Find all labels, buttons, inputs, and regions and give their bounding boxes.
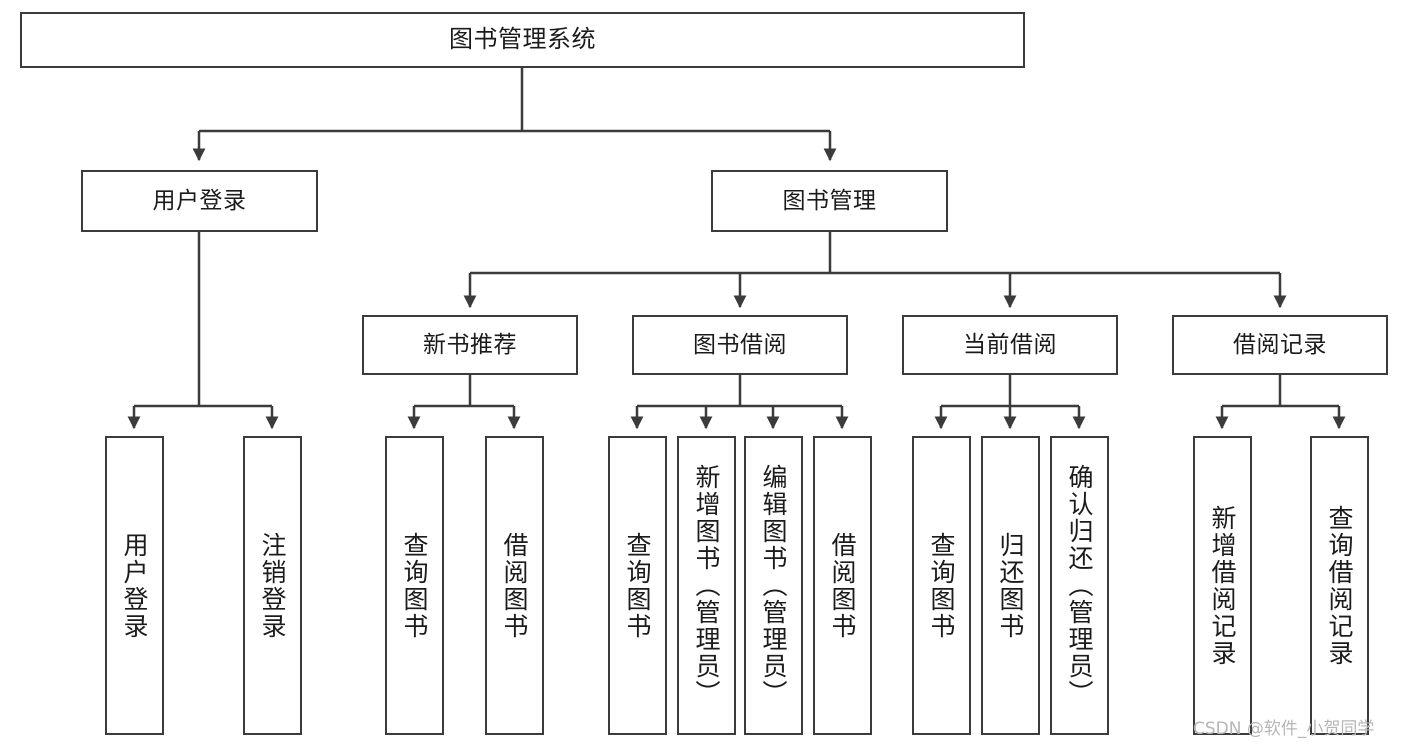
node-book-management[interactable]: 图书管理 bbox=[711, 170, 948, 232]
node-label: 查询图书 bbox=[623, 531, 652, 640]
leaf-current-return[interactable]: 归还图书 bbox=[981, 436, 1040, 735]
node-label: 图书借阅 bbox=[693, 331, 787, 358]
leaf-newbook-query[interactable]: 查询图书 bbox=[385, 436, 444, 735]
node-label: 新增借阅记录 bbox=[1208, 504, 1237, 667]
leaf-current-confirm-return-admin[interactable]: 确认归还（管理员） bbox=[1050, 436, 1109, 735]
node-label: 注销登录 bbox=[258, 531, 287, 640]
node-label: 确认归还（管理员） bbox=[1065, 464, 1094, 707]
node-label: 查询借阅记录 bbox=[1325, 504, 1354, 667]
leaf-records-add[interactable]: 新增借阅记录 bbox=[1193, 436, 1252, 735]
node-label: 图书管理系统 bbox=[449, 25, 596, 54]
node-label: 用户登录 bbox=[152, 187, 247, 214]
node-label: 查询图书 bbox=[400, 531, 429, 640]
node-label: 归还图书 bbox=[996, 531, 1025, 640]
leaf-current-query[interactable]: 查询图书 bbox=[912, 436, 971, 735]
node-label: 新书推荐 bbox=[423, 331, 517, 358]
node-label: 查询图书 bbox=[927, 531, 956, 640]
leaf-user-login-login[interactable]: 用户登录 bbox=[105, 436, 164, 735]
node-label: 图书管理 bbox=[782, 187, 877, 214]
leaf-borrow-borrow[interactable]: 借阅图书 bbox=[813, 436, 872, 735]
node-user-login[interactable]: 用户登录 bbox=[81, 170, 318, 232]
node-new-book-recommend[interactable]: 新书推荐 bbox=[362, 315, 578, 375]
node-label: 用户登录 bbox=[120, 531, 149, 640]
leaf-borrow-query[interactable]: 查询图书 bbox=[608, 436, 667, 735]
node-book-borrow[interactable]: 图书借阅 bbox=[632, 315, 848, 375]
leaf-borrow-edit-admin[interactable]: 编辑图书（管理员） bbox=[744, 436, 803, 735]
leaf-user-login-logout[interactable]: 注销登录 bbox=[243, 436, 302, 735]
node-label: 借阅图书 bbox=[500, 531, 529, 640]
leaf-borrow-add-admin[interactable]: 新增图书（管理员） bbox=[677, 436, 736, 735]
node-root-system[interactable]: 图书管理系统 bbox=[20, 12, 1025, 68]
node-label: 编辑图书（管理员） bbox=[759, 464, 788, 707]
node-current-borrow[interactable]: 当前借阅 bbox=[902, 315, 1118, 375]
node-label: 借阅图书 bbox=[828, 531, 857, 640]
node-label: 新增图书（管理员） bbox=[692, 464, 721, 707]
node-borrow-records[interactable]: 借阅记录 bbox=[1172, 315, 1388, 375]
leaf-newbook-borrow[interactable]: 借阅图书 bbox=[485, 436, 544, 735]
node-label: 借阅记录 bbox=[1233, 331, 1327, 358]
watermark-text: CSDN @软件_小贺同学 bbox=[1193, 719, 1375, 739]
leaf-records-query[interactable]: 查询借阅记录 bbox=[1310, 436, 1369, 735]
node-label: 当前借阅 bbox=[963, 331, 1057, 358]
